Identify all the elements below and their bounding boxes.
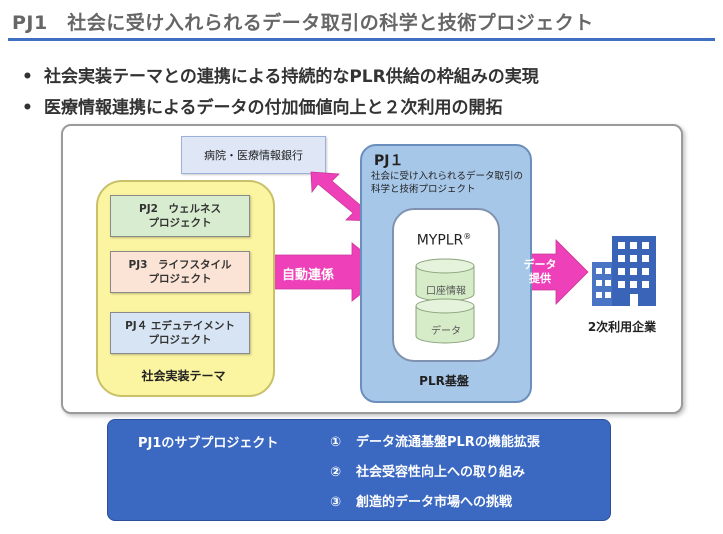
bullet-marker: •	[22, 98, 33, 118]
subproject-number: ③	[330, 495, 342, 510]
page-title: PJ1 社会に受け入れられるデータ取引の科学と技術プロジェクト	[12, 12, 594, 34]
bullet-marker: •	[22, 67, 33, 87]
data-label: データ	[431, 326, 461, 337]
pj1-title: PJ１	[374, 153, 404, 169]
myplr-name: MYPLR	[416, 232, 464, 249]
company-label: 2次利用企業	[587, 320, 657, 334]
database-icon	[415, 258, 475, 344]
subproject-text: データ流通基盤PLRの機能拡張	[356, 435, 540, 450]
subproject-number: ②	[330, 465, 342, 480]
hospital-box: 病院・医療情報銀行	[181, 136, 326, 174]
subproject-item-3: ③ 創造的データ市場への挑戦	[330, 491, 512, 510]
registered-mark: ®	[463, 232, 472, 241]
theme-line: PJ４ エデュテイメント	[125, 320, 235, 332]
subproject-item-1: ① データ流通基盤PLRの機能拡張	[330, 431, 540, 450]
bullet-text: 社会実装テーマとの連携による持続的なPLR供給の枠組みの実現	[44, 67, 539, 87]
theme-line: PJ2 ウェルネス	[139, 203, 221, 215]
theme-pj4: PJ４ エデュテイメント プロジェクト	[110, 312, 250, 354]
theme-line: プロジェクト	[148, 273, 212, 285]
auto-link-label: 自動連係	[281, 268, 334, 283]
theme-pj3: PJ3 ライフスタイル プロジェクト	[110, 251, 250, 293]
theme-line: PJ3 ライフスタイル	[128, 259, 232, 271]
subprojects-panel	[107, 419, 611, 521]
subproject-item-2: ② 社会受容性向上への取り組み	[330, 461, 525, 480]
bullet-item-2: • 医療情報連携によるデータの付加価値向上と２次利用の開拓	[22, 93, 503, 118]
plr-base-label: PLR基盤	[419, 374, 469, 388]
hospital-label: 病院・医療情報銀行	[204, 149, 303, 162]
subprojects-title: PJ1のサブプロジェクト	[138, 436, 279, 451]
myplr-label: MYPLR®	[392, 232, 496, 249]
data-provide-line: データ	[523, 258, 557, 271]
bullet-item-1: • 社会実装テーマとの連携による持続的なPLR供給の枠組みの実現	[22, 62, 539, 87]
office-building-icon	[592, 236, 656, 306]
subproject-text: 社会受容性向上への取り組み	[356, 465, 526, 480]
themes-label: 社会実装テーマ	[141, 369, 226, 383]
title-divider	[8, 38, 715, 41]
theme-pj2: PJ2 ウェルネス プロジェクト	[110, 195, 250, 237]
account-info-label: 口座情報	[426, 286, 466, 297]
bullet-text: 医療情報連携によるデータの付加価値向上と２次利用の開拓	[44, 98, 503, 118]
theme-line: プロジェクト	[148, 217, 212, 229]
pj1-description: 社会に受け入れられるデータ取引の科学と技術プロジェクト	[371, 171, 524, 195]
data-provide-line: 提供	[529, 272, 551, 285]
subproject-number: ①	[330, 435, 342, 450]
data-provide-label: データ 提供	[512, 258, 568, 286]
theme-line: プロジェクト	[148, 334, 212, 346]
subproject-text: 創造的データ市場への挑戦	[356, 495, 513, 510]
